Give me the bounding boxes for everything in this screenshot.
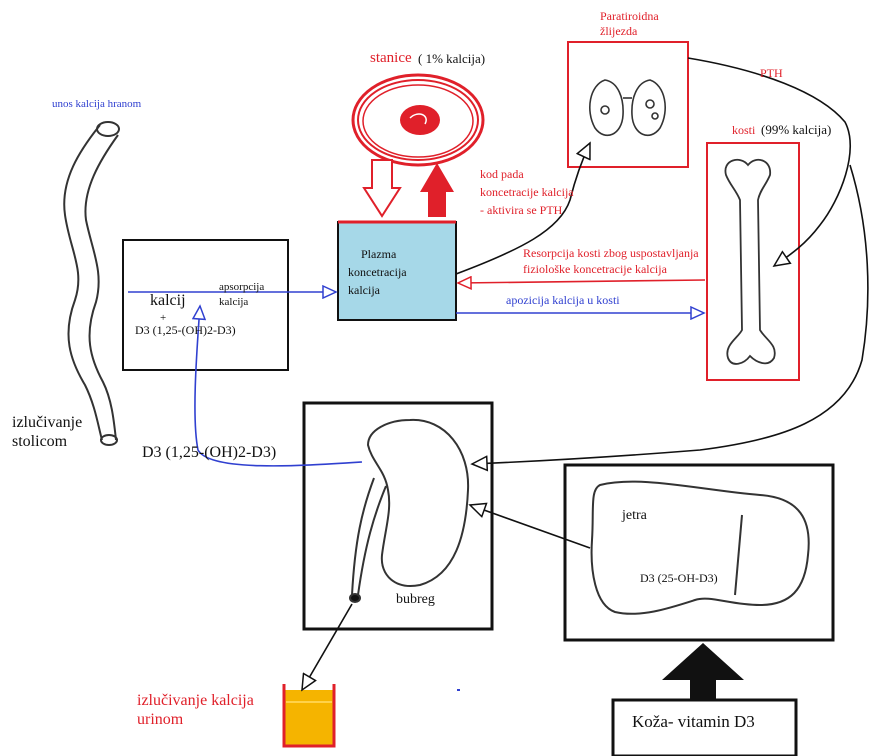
plasma-to-parathyroid-arrow: [455, 143, 590, 275]
bone-drawing: [724, 158, 776, 365]
liver-label: jetra: [622, 508, 647, 523]
bone-box: [706, 142, 800, 381]
parathyroid-label-1: Paratiroidna: [600, 9, 659, 23]
apposition-label: apozicija kalcija u kosti: [506, 293, 620, 307]
bones-percent-label: (99% kalcija): [761, 122, 832, 137]
pth-to-bone-arrow: [687, 57, 851, 266]
intestine-drawing: [63, 121, 120, 446]
cells-percent-label: ( 1% kalcija): [418, 51, 486, 66]
pth-activation-label-1: kod pada: [480, 167, 524, 181]
pth-activation-label-3: - aktivira se PTH: [480, 203, 563, 217]
d3-kidney-to-gut-arrow: [195, 306, 363, 467]
parathyroid-box: [567, 41, 689, 168]
cells-label: stanice: [370, 50, 412, 66]
parathyroid-drawing: [589, 79, 666, 137]
plasma-label-1: Plazma: [361, 247, 397, 261]
liver-drawing: [590, 480, 810, 615]
resorption-label-1: Resorpcija kosti zbog uspostavljanja: [523, 246, 699, 260]
d3-gut-label: D3 (1,25-(OH)2-D3): [135, 323, 236, 337]
plasma-container: [337, 221, 457, 321]
stool-excretion-label-2: stolicom: [12, 433, 68, 450]
pth-label: PTH: [760, 66, 783, 80]
liver-box: [563, 463, 835, 642]
resorption-label-2: fiziološke koncetracije kalcija: [523, 262, 667, 276]
plus-label: +: [160, 312, 167, 324]
urine-container: [284, 690, 334, 746]
absorption-label-2: kalcija: [219, 296, 249, 308]
stool-excretion-label-1: izlučivanje: [12, 414, 83, 431]
urine-excretion-label-1: izlučivanje kalcija: [137, 692, 254, 709]
food-intake-label: unos kalcija hranom: [52, 98, 142, 110]
pth-to-kidney-arrow: [472, 164, 869, 464]
parathyroid-label-2: žlijezda: [600, 24, 638, 38]
plasma-label-3: kalcija: [348, 283, 380, 297]
urine-excretion-label-2: urinom: [137, 711, 184, 728]
plasma-label-2: koncetracija: [348, 265, 407, 279]
cells-to-plasma-arrow: [420, 163, 454, 217]
absorption-box: [122, 239, 289, 371]
kidney-to-urine-arrow: [302, 603, 353, 690]
plasma-to-cells-arrow: [362, 159, 402, 218]
kidney-drawing: [349, 418, 470, 603]
kidney-box: [302, 401, 494, 631]
calcium-label: kalcij: [150, 292, 186, 309]
cell-drawing: [351, 73, 485, 167]
absorption-label-1: apsorpcija: [219, 281, 265, 293]
skin-to-liver-arrow: [662, 643, 744, 700]
resorption-arrow: [458, 280, 706, 283]
kidney-label: bubreg: [396, 592, 435, 607]
skin-label: Koža- vitamin D3: [632, 712, 755, 731]
d3-kidney-label: D3 (1,25-(OH)2-D3): [142, 444, 277, 461]
pth-activation-label-2: koncetracije kalcija: [480, 185, 574, 199]
bones-label: kosti: [732, 123, 756, 137]
liver-to-kidney-arrow: [470, 505, 591, 549]
d3-liver-label: D3 (25-OH-D3): [640, 571, 718, 585]
